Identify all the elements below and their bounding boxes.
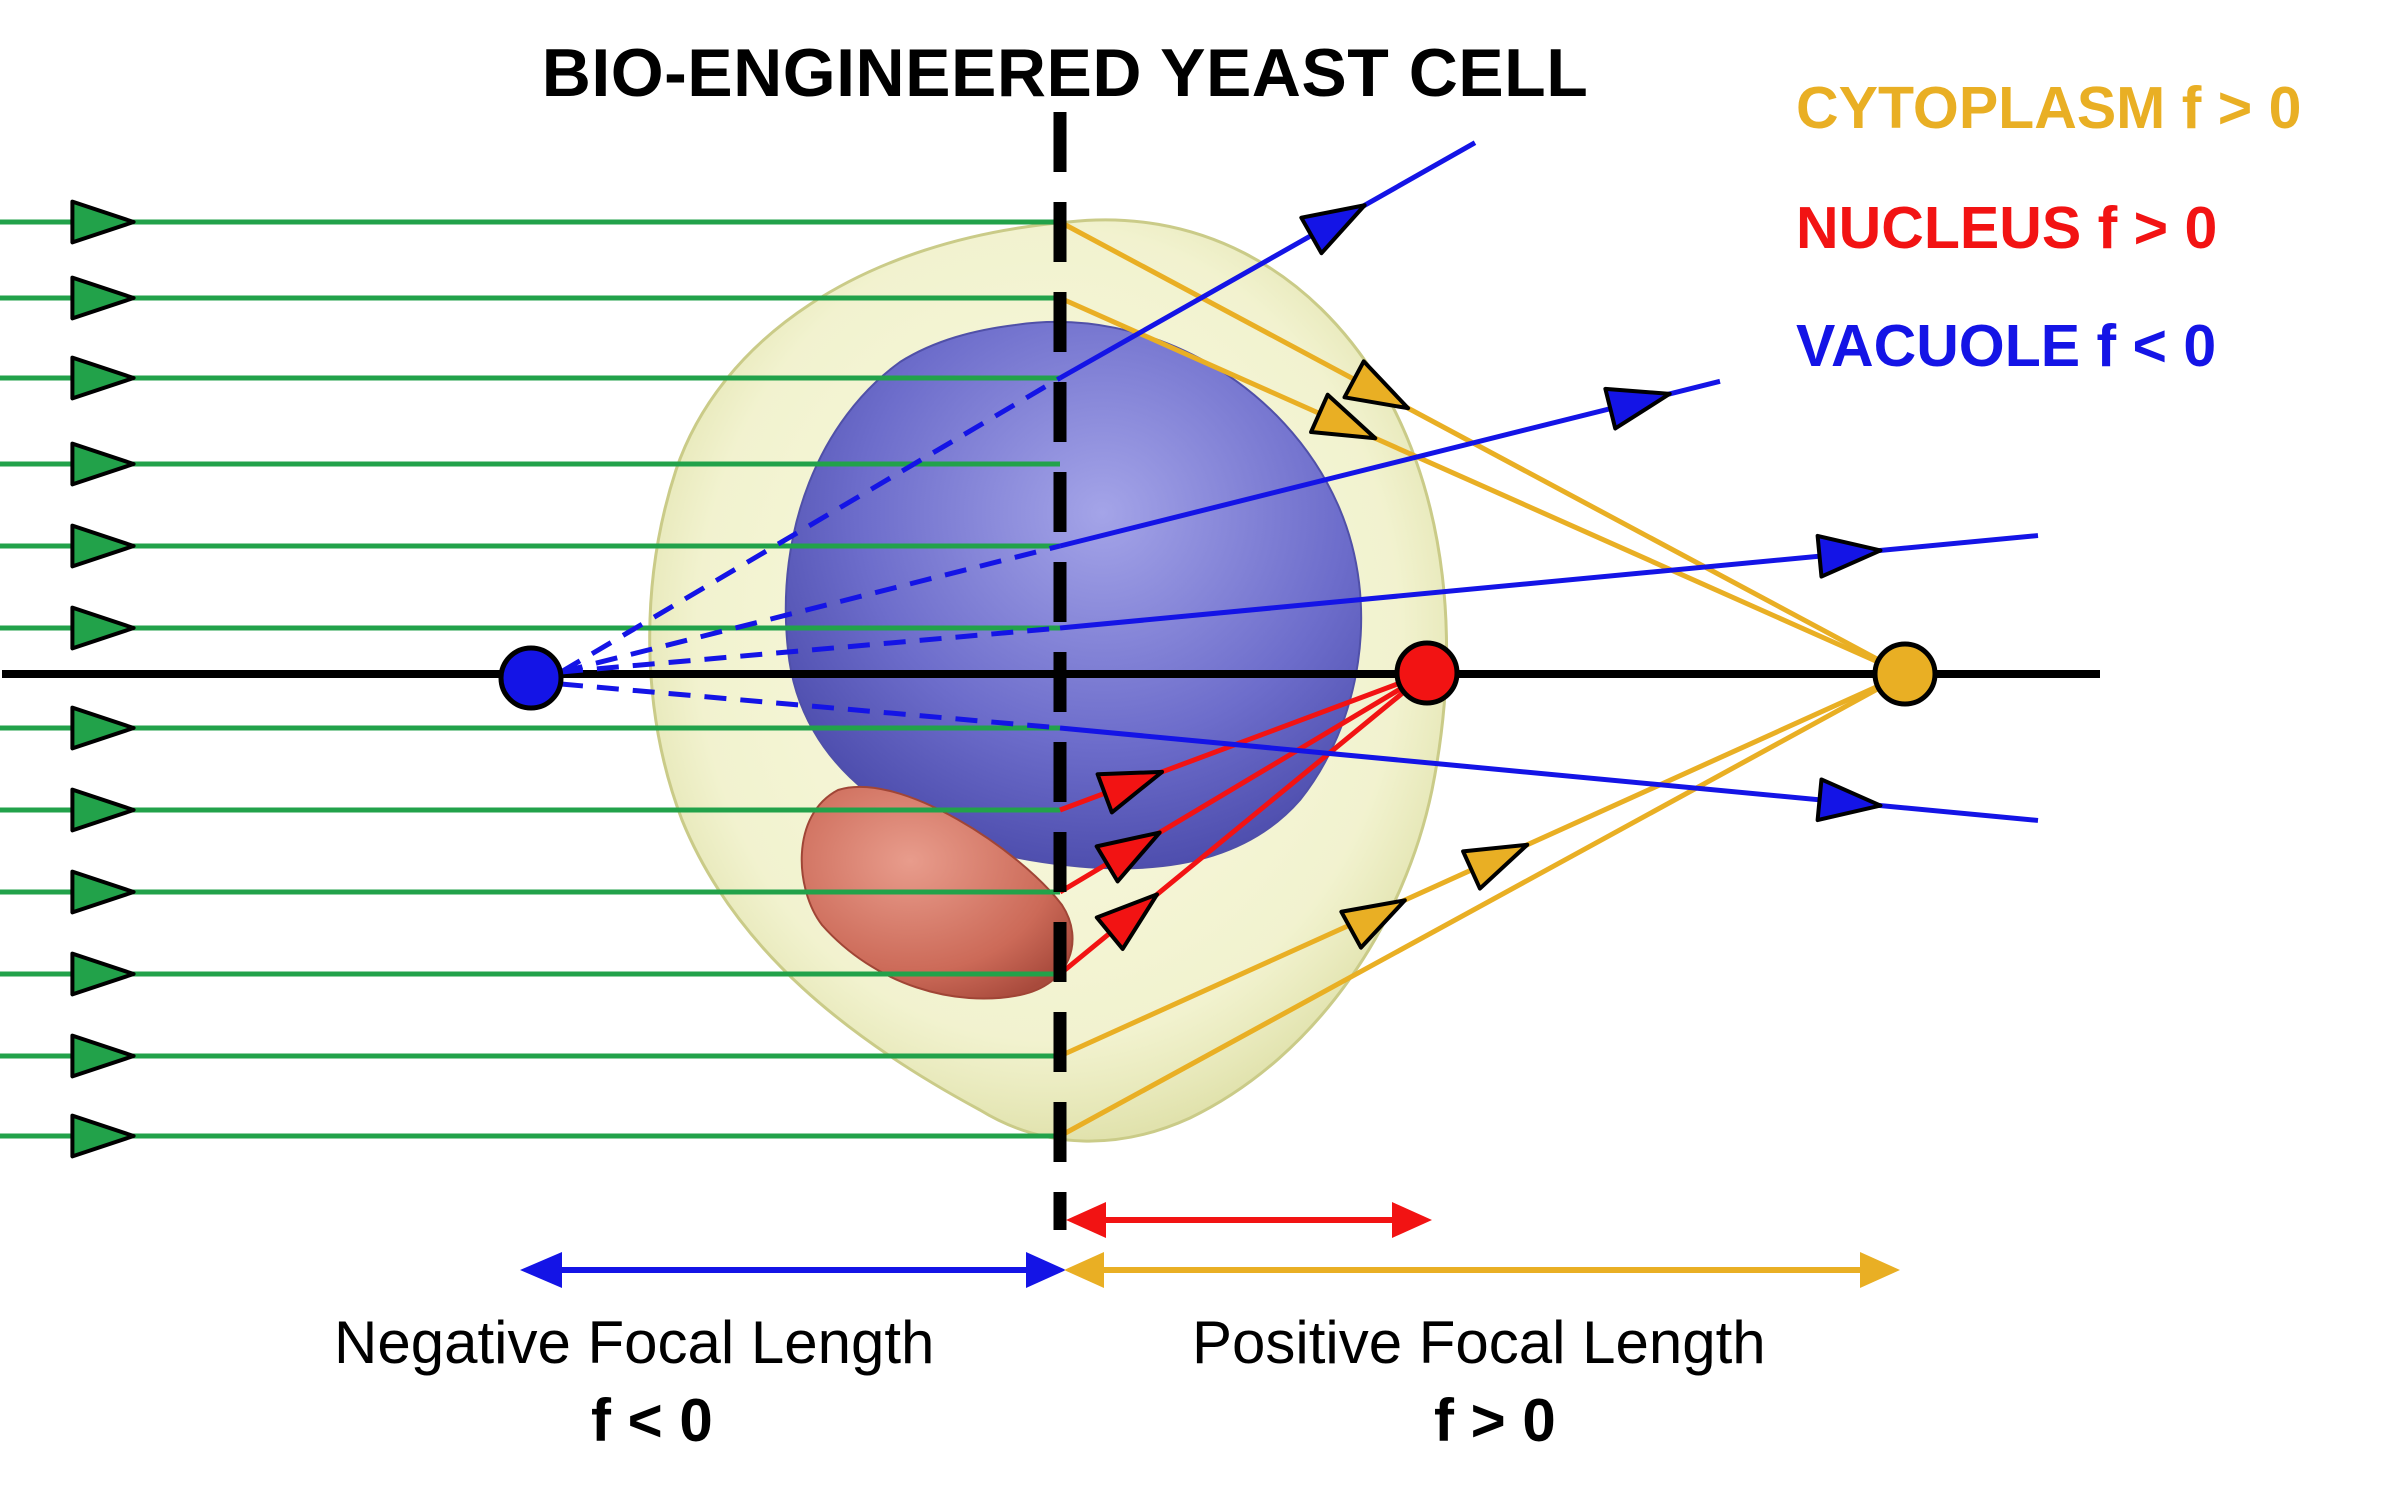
negative-arrowhead-right — [1026, 1252, 1066, 1288]
vacuole-focal-point — [498, 645, 564, 711]
incident-ray-arrowhead — [70, 441, 136, 487]
vacuole-virtual-ray — [560, 543, 1061, 675]
negative-arrowhead-left — [520, 1252, 562, 1288]
vacuole-virtual-ray — [560, 681, 1061, 731]
incident-ray-arrowhead — [70, 199, 136, 245]
incident-ray-arrowhead — [70, 355, 136, 401]
yeast-cell — [648, 218, 1448, 1143]
negative-focal-caption: Negative Focal Length — [334, 1309, 935, 1376]
nucleus-ray-arrowhead — [1094, 830, 1162, 884]
cytoplasm-focal-point — [1872, 641, 1938, 707]
cytoplasm-ray-arrowhead — [1342, 359, 1411, 411]
legend-vacuole: VACUOLE f < 0 — [1796, 313, 2217, 379]
negative-focal-symbol: f < 0 — [591, 1387, 713, 1454]
vacuole-ray — [1058, 140, 1477, 381]
nucleus-arrowhead-right — [1392, 1202, 1432, 1238]
positive-focal-caption: Positive Focal Length — [1192, 1309, 1766, 1376]
nucleus-ray-arrowhead — [1094, 892, 1160, 951]
cytoplasm-ray — [1058, 671, 1907, 1139]
incident-ray-arrowhead — [70, 951, 136, 997]
nucleus-focal-point — [1394, 640, 1460, 706]
legend-nucleus: NUCLEUS f > 0 — [1796, 195, 2218, 261]
incident-ray-arrowhead — [70, 1033, 136, 1079]
refracted-rays — [559, 140, 2039, 1139]
legend-cytoplasm: CYTOPLASM f > 0 — [1796, 75, 2302, 141]
vacuole-virtual-ray — [560, 625, 1061, 675]
incident-ray-arrowhead — [70, 1113, 136, 1159]
diagram-title: BIO-ENGINEERED YEAST CELL — [541, 35, 1589, 111]
incident-ray-arrowhead — [70, 275, 136, 321]
nucleus-ray-arrowhead — [1095, 769, 1165, 815]
nucleus-arrowhead-left — [1066, 1202, 1106, 1238]
cytoplasm-ray-arrowhead — [1309, 392, 1378, 441]
cytoplasm-ray-arrowhead — [1339, 898, 1407, 950]
incident-ray-arrowhead — [70, 787, 136, 833]
positive-arrowhead-right — [1860, 1252, 1900, 1288]
incident-ray-arrowhead — [70, 869, 136, 915]
vacuole-ray-arrowhead — [1815, 533, 1883, 579]
positive-focal-symbol: f > 0 — [1434, 1387, 1556, 1454]
incident-ray-arrowhead — [70, 605, 136, 651]
vacuole-ray-arrowhead — [1815, 777, 1883, 823]
incident-ray-arrowhead — [70, 523, 136, 569]
incident-rays — [0, 199, 1060, 1159]
focal-length-arrows — [520, 1202, 1900, 1288]
vacuole-body — [784, 320, 1363, 870]
positive-arrowhead-left — [1064, 1252, 1104, 1288]
vacuole-ray-arrowhead — [1299, 203, 1367, 256]
vacuole-virtual-ray — [559, 375, 1062, 675]
vacuole-ray-arrowhead — [1603, 386, 1672, 431]
cytoplasm-ray-arrowhead — [1461, 842, 1530, 891]
incident-ray-arrowhead — [70, 705, 136, 751]
cytoplasm-ray — [1058, 295, 1907, 677]
